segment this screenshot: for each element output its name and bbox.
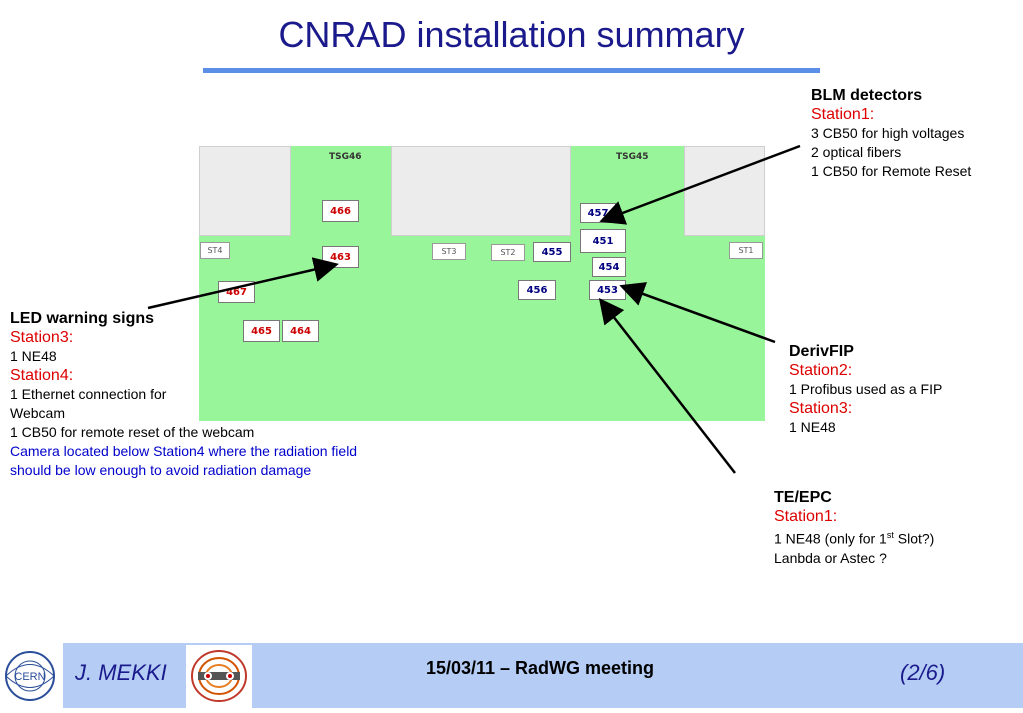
- led-line: 1 Ethernet connection for: [10, 386, 167, 402]
- blm-line: 1 CB50 for Remote Reset: [811, 163, 972, 179]
- teepc-block: TE/EPC Station1: 1 NE48 (only for 1st Sl…: [774, 488, 934, 568]
- teepc-line1-sup: st: [886, 530, 894, 540]
- derivfip-line: 1 NE48: [789, 419, 836, 435]
- footer-bar: [0, 643, 1023, 708]
- arrow-derivfip: [619, 282, 776, 344]
- station-st3: ST3: [432, 243, 466, 260]
- station-st2: ST2: [491, 244, 525, 261]
- teepc-heading: TE/EPC: [774, 489, 832, 506]
- blm-heading: BLM detectors: [811, 87, 923, 104]
- blm-line: 3 CB50 for high voltages: [811, 125, 965, 141]
- derivfip-heading: DerivFIP: [789, 343, 854, 360]
- zone-label-tsg46: TSG46: [329, 152, 362, 162]
- led-block: LED warning signs Station3: 1 NE48 Stati…: [10, 309, 357, 480]
- blm-station1: Station1:: [811, 106, 875, 123]
- teepc-line2: Lanbda or Astec ?: [774, 549, 887, 566]
- wall-right: [684, 146, 765, 236]
- station-st1: ST1: [729, 242, 763, 259]
- cern-logo: CERN: [0, 643, 63, 708]
- led-heading: LED warning signs: [10, 310, 155, 327]
- footer-page-number: (2/6): [900, 660, 946, 685]
- box-466: 466: [322, 200, 359, 222]
- title-underline: [203, 68, 820, 73]
- teepc-line1: 1 NE48 (only for 1st Slot?): [774, 526, 934, 549]
- derivfip-block: DerivFIP Station2: 1 Profibus used as a …: [789, 342, 942, 437]
- station-st4: ST4: [200, 242, 230, 259]
- wall-left: [199, 146, 291, 236]
- led-line: Webcam: [10, 405, 65, 421]
- floor-plan: TSG46 TSG45 466 463 467 465 464 457 451 …: [199, 146, 765, 421]
- cern-logo-text: CERN: [14, 671, 45, 683]
- arrow-led: [147, 257, 339, 310]
- led-station4: Station4:: [10, 367, 74, 384]
- zone-label-tsg45: TSG45: [616, 152, 649, 162]
- teepc-station1: Station1:: [774, 508, 838, 525]
- footer-author: J. MEKKI: [75, 660, 167, 685]
- led-line: 1 CB50 for remote reset of the webcam: [10, 424, 255, 440]
- derivfip-station2: Station2:: [789, 362, 853, 379]
- arrow-teepc: [598, 298, 736, 474]
- teepc-line1-text: 1 NE48 (only for 1: [774, 530, 887, 547]
- led-note: Camera located below Station4 where the …: [10, 443, 358, 459]
- arrow-blm: [599, 144, 801, 225]
- wall-middle: [391, 146, 571, 236]
- derivfip-station3: Station3:: [789, 400, 853, 417]
- led-station3: Station3:: [10, 329, 74, 346]
- led-note: should be low enough to avoid radiation …: [10, 462, 312, 478]
- footer-meeting: 15/03/11 – RadWG meeting: [425, 658, 655, 678]
- box-456: 456: [518, 280, 556, 300]
- box-451: 451: [580, 229, 626, 253]
- led-line: 1 NE48: [10, 348, 57, 364]
- box-454: 454: [592, 257, 626, 277]
- blm-line: 2 optical fibers: [811, 144, 902, 160]
- blm-block: BLM detectors Station1: 3 CB50 for high …: [811, 86, 971, 181]
- slide-title: CNRAD installation summary: [278, 14, 745, 55]
- box-464: 464: [282, 320, 319, 342]
- lhc-logo-icon: [186, 645, 252, 708]
- box-465: 465: [243, 320, 280, 342]
- box-455: 455: [533, 242, 571, 262]
- derivfip-line: 1 Profibus used as a FIP: [789, 381, 943, 397]
- teepc-line1-tail: Slot?): [893, 530, 935, 547]
